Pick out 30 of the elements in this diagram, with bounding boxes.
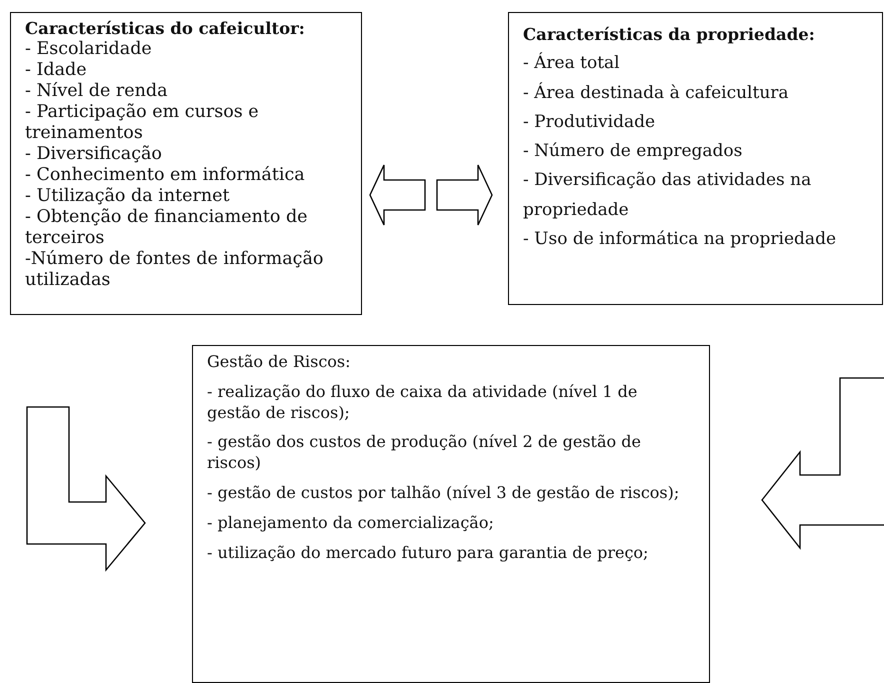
box-heading: Características da propriedade:: [523, 24, 816, 46]
list-item: - Obtenção de financiamento de terceiros: [25, 206, 309, 249]
list-item: - Conhecimento em informática: [25, 164, 306, 186]
list-item: - Participação em cursos e treinamentos: [25, 102, 260, 144]
box-heading: Gestão de Riscos:: [207, 352, 352, 373]
list-item: - utilização do mercado futuro para garantia de preço;: [207, 542, 650, 564]
list-item: - Idade: [25, 60, 88, 81]
list-item: - gestão de custos por talhão (nível 3 de gestão de riscos);: [207, 482, 680, 504]
list-item: -Número de fontes de informação utilizadas: [25, 248, 324, 291]
list-item: - Área destinada à cafeicultura: [523, 81, 790, 105]
block-arrow: [369, 164, 426, 226]
text-box: [192, 345, 710, 683]
list-item: - Diversificação: [25, 144, 163, 165]
list-item: - Produtividade: [523, 110, 656, 134]
block-arrow: [436, 164, 493, 226]
block-arrow: [26, 406, 146, 572]
list-item: - Nível de renda: [25, 80, 169, 102]
list-item: - Utilização da internet: [25, 186, 231, 207]
list-item: - Área total: [523, 51, 621, 76]
block-arrow: [761, 377, 884, 550]
list-item: - Diversificação das atividades na propriedade: [523, 169, 812, 222]
text-box: [10, 12, 362, 315]
list-item: - Escolaridade: [25, 38, 153, 60]
box-heading: Características do cafeicultor:: [25, 19, 306, 39]
list-item: - planejamento da comercialização;: [207, 512, 495, 534]
list-item: - realização do fluxo de caixa da atividade (nível 1 de gestão de riscos);: [207, 382, 638, 424]
list-item: - Número de empregados: [523, 140, 744, 164]
list-item: - Uso de informática na propriedade: [523, 228, 838, 251]
text-box: [508, 12, 883, 305]
list-item: - gestão dos custos de produção (nível 2 de gestão de riscos): [207, 432, 642, 474]
